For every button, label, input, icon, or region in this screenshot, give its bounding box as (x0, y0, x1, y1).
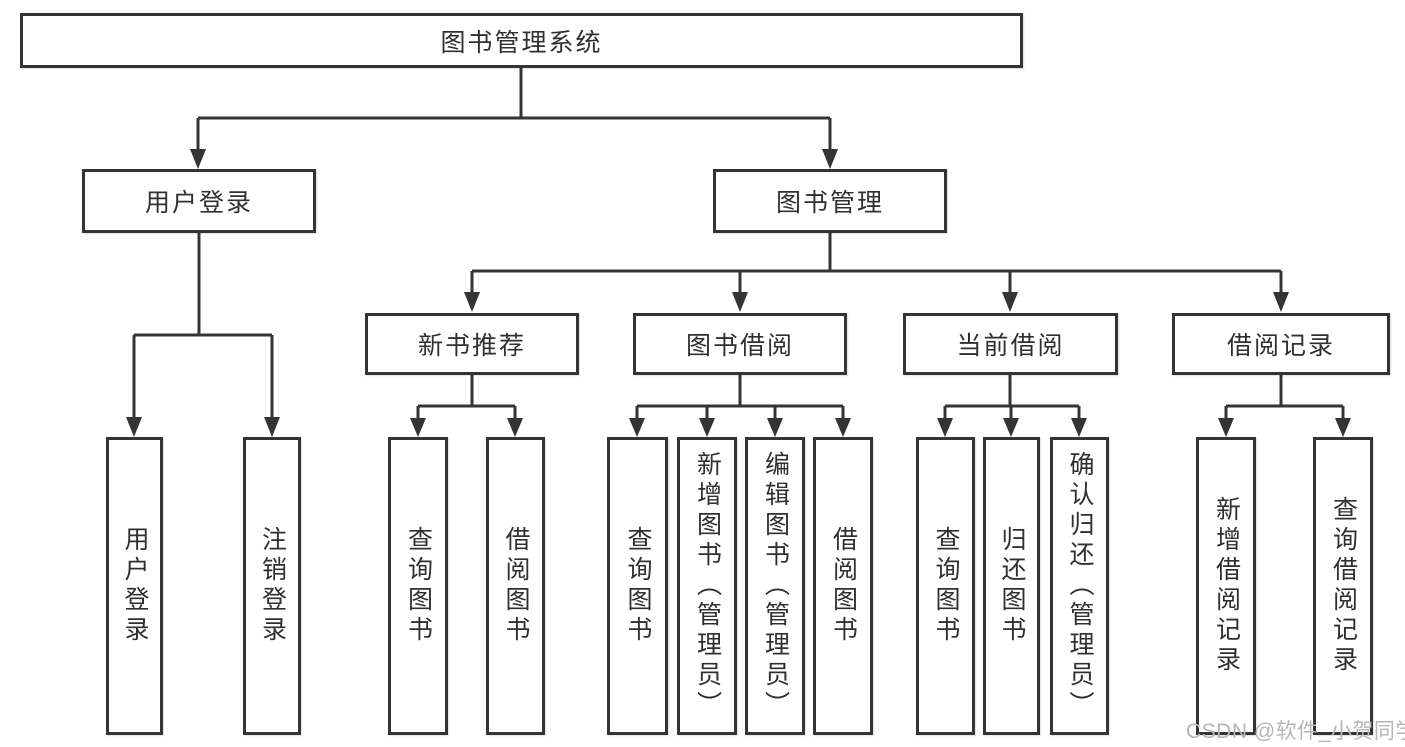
node-label: 确认归还（管理员） (1066, 451, 1094, 721)
connector-new-book-to-leaves (410, 375, 523, 437)
leaf-user-login: 用户登录 (106, 437, 163, 735)
leaf-add-book-admin: 新增图书（管理员） (677, 437, 737, 735)
node-label: 新增借阅记录 (1212, 496, 1241, 676)
node-label: 用户登录 (121, 526, 149, 646)
csdn-watermark: CSDN @软件_小贺同学 (1186, 720, 1405, 743)
leaf-query-book-current: 查询图书 (916, 437, 975, 735)
leaf-borrow-book-new: 借阅图书 (486, 437, 545, 735)
arrowhead-icon (835, 418, 851, 437)
connector-borrow-record-to-leaves (1218, 375, 1351, 437)
leaf-add-borrow-record: 新增借阅记录 (1196, 437, 1256, 735)
node-label: 图书管理系统 (440, 28, 603, 57)
arrowhead-icon (699, 418, 715, 437)
node-label: 新增图书（管理员） (693, 451, 722, 721)
node-borrow-records: 借阅记录 (1172, 313, 1390, 375)
node-label: 当前借阅 (956, 332, 1065, 360)
leaf-query-borrow-record: 查询借阅记录 (1313, 437, 1373, 735)
node-label: 查询图书 (404, 526, 433, 646)
node-root-system: 图书管理系统 (20, 13, 1023, 68)
node-current-borrowing: 当前借阅 (903, 313, 1118, 375)
arrowhead-icon (1003, 418, 1019, 437)
leaf-borrow-book: 借阅图书 (813, 437, 873, 735)
node-new-book-recommend: 新书推荐 (365, 313, 579, 375)
arrowhead-icon (1273, 292, 1289, 312)
node-label: 归还图书 (998, 526, 1026, 646)
arrowhead-icon (1335, 418, 1351, 437)
connector-book-management-to-level3 (464, 233, 1289, 312)
arrowhead-icon (937, 418, 953, 437)
node-book-borrowing: 图书借阅 (633, 313, 847, 375)
arrowhead-icon (732, 292, 748, 312)
arrowhead-icon (264, 417, 280, 437)
connector-root-to-level1 (190, 68, 838, 169)
node-label: 图书借阅 (685, 332, 794, 360)
arrowhead-icon (126, 417, 142, 437)
node-label: 查询借阅记录 (1329, 496, 1358, 676)
node-label: 借阅图书 (829, 526, 858, 646)
node-label: 注销登录 (258, 526, 287, 646)
node-label: 借阅记录 (1226, 332, 1335, 360)
node-label: 查询图书 (932, 526, 960, 646)
node-label: 图书管理 (775, 189, 884, 217)
arrowhead-icon (464, 292, 480, 312)
connector-user-login-to-leaves (126, 233, 280, 437)
arrowhead-icon (767, 418, 783, 437)
arrowhead-icon (190, 149, 206, 169)
leaf-query-book-new: 查询图书 (388, 437, 448, 735)
arrowhead-icon (410, 418, 426, 437)
arrowhead-icon (1002, 292, 1018, 312)
arrowhead-icon (1071, 418, 1087, 437)
node-label: 借阅图书 (502, 526, 530, 646)
node-label: 用户登录 (144, 189, 253, 217)
node-label: 新书推荐 (417, 332, 526, 360)
connector-book-borrow-to-leaves (629, 375, 851, 437)
connector-current-borrow-to-leaves (937, 375, 1087, 437)
node-label: 查询图书 (624, 526, 652, 646)
leaf-edit-book-admin: 编辑图书（管理员） (745, 437, 805, 735)
node-user-login: 用户登录 (82, 169, 316, 233)
arrowhead-icon (822, 149, 838, 169)
arrowhead-icon (629, 418, 645, 437)
leaf-logout: 注销登录 (243, 437, 301, 735)
arrowhead-icon (1218, 418, 1234, 437)
node-label: 编辑图书（管理员） (761, 451, 790, 721)
arrowhead-icon (507, 418, 523, 437)
leaf-confirm-return-admin: 确认归还（管理员） (1050, 437, 1109, 735)
node-book-management: 图书管理 (713, 169, 947, 233)
leaf-query-book-borrowing: 查询图书 (607, 437, 668, 735)
leaf-return-book: 归还图书 (983, 437, 1040, 735)
